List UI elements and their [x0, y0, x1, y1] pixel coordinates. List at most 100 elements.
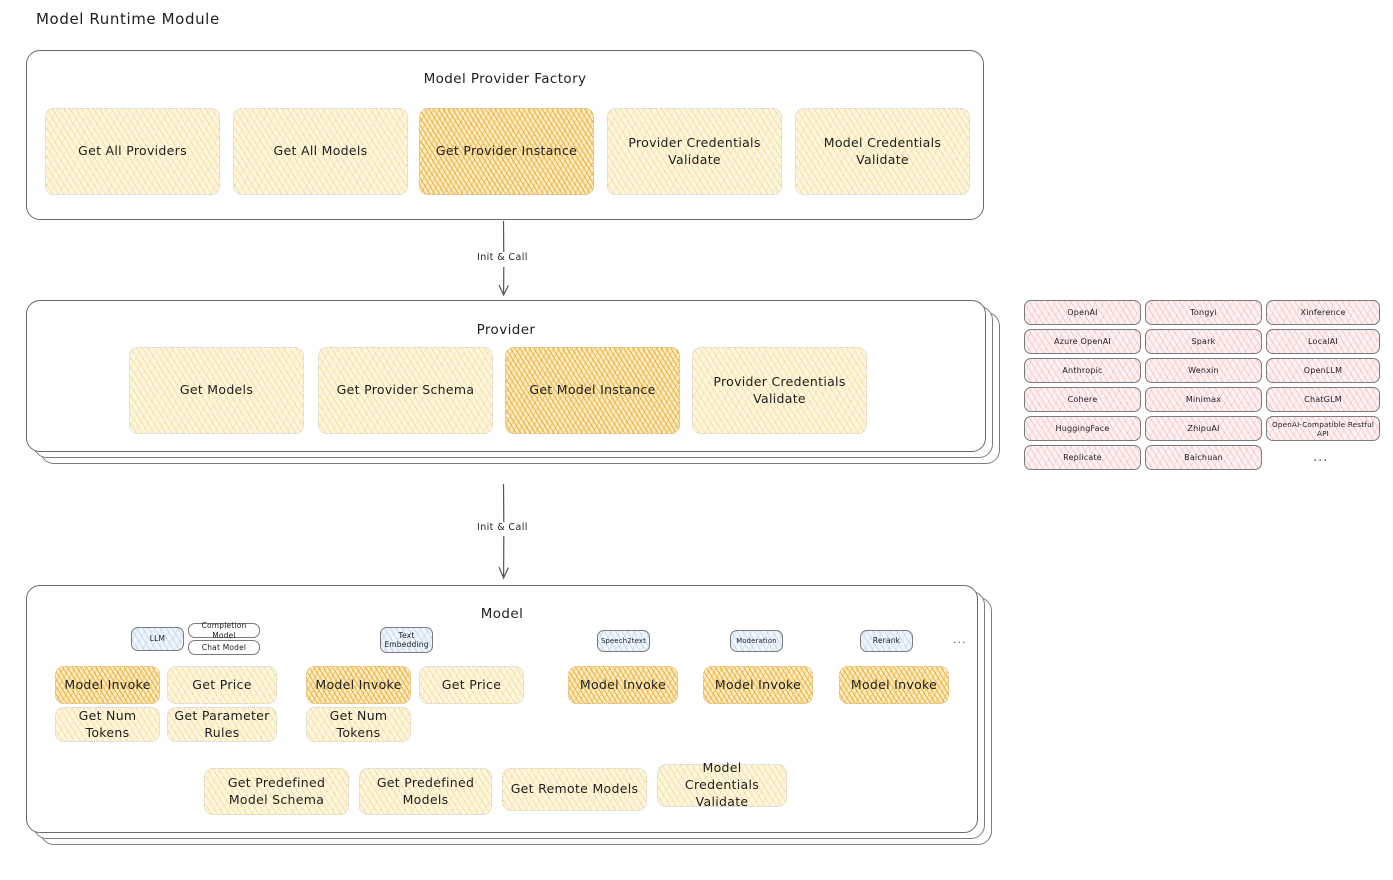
provider-chip-openai-compatible-restful-api[interactable]: OpenAI-Compatible Restful API — [1266, 416, 1380, 441]
model-subtype-badge-label: Completion Model — [201, 621, 247, 640]
model-method-llm-get-price[interactable]: Get Price — [167, 666, 277, 704]
factory-method-model-credentials-validate[interactable]: Model Credentials Validate — [795, 108, 970, 195]
model-type-badge-speech2text[interactable]: Speech2text — [597, 630, 650, 652]
factory-method-get-provider-instance[interactable]: Get Provider Instance — [419, 108, 594, 195]
model-method-text-embedding-get-num-tokens[interactable]: Get Num Tokens — [306, 707, 411, 742]
page-title: Model Runtime Module — [36, 10, 220, 28]
factory-method-get-all-models[interactable]: Get All Models — [233, 108, 408, 195]
model-common-method-label: Get Predefined Models — [376, 774, 475, 807]
model-type-badge-label: Speech2text — [601, 636, 646, 645]
factory-method-label: Get All Providers — [78, 143, 187, 159]
provider-chip-spark[interactable]: Spark — [1145, 329, 1262, 354]
model-type-badge-label: Moderation — [736, 636, 777, 645]
factory-method-provider-credentials-validate[interactable]: Provider Credentials Validate — [607, 108, 782, 195]
arrow-provider-to-model: Init & Call — [474, 483, 531, 582]
model-method-label: Model Invoke — [64, 676, 151, 692]
model-method-label: Model Invoke — [315, 676, 402, 692]
model-type-badge-text-embedding[interactable]: Text Embedding — [380, 627, 433, 653]
model-subtype-badge-completion-model[interactable]: Completion Model — [188, 621, 260, 640]
factory-method-get-all-providers[interactable]: Get All Providers — [45, 108, 220, 195]
model-method-text-embedding-model-invoke[interactable]: Model Invoke — [306, 666, 411, 704]
model-common-method-get-predefined-models[interactable]: Get Predefined Models — [359, 768, 492, 815]
provider-chip-label: ZhipuAI — [1187, 424, 1220, 433]
provider-list: OpenAI Azure OpenAI Anthropic Cohere Hug… — [1024, 300, 1380, 475]
arrow-factory-to-provider: Init & Call — [474, 220, 531, 299]
provider-chip-openllm[interactable]: OpenLLM — [1266, 358, 1380, 383]
model-type-badge-llm[interactable]: LLM — [131, 627, 184, 651]
model-method-moderation-model-invoke[interactable]: Model Invoke — [703, 666, 813, 704]
model-method-llm-model-invoke[interactable]: Model Invoke — [55, 666, 160, 704]
model-common-method-label: Model Credentials Validate — [684, 760, 760, 809]
provider-chip-zhipuai[interactable]: ZhipuAI — [1145, 416, 1262, 441]
provider-chip-label: Xinference — [1300, 308, 1346, 317]
provider-chip-anthropic[interactable]: Anthropic — [1024, 358, 1141, 383]
model-type-badge-label: Text Embedding — [384, 630, 429, 649]
model-method-rerank-model-invoke[interactable]: Model Invoke — [839, 666, 949, 704]
provider-title: Provider — [476, 322, 536, 338]
provider-method-get-provider-schema[interactable]: Get Provider Schema — [318, 347, 493, 434]
arrow-label: Init & Call — [474, 522, 531, 533]
provider-method-label: Provider Credentials Validate — [713, 373, 846, 406]
model-common-method-label: Get Predefined Model Schema — [227, 774, 326, 807]
provider-chip-minimax[interactable]: Minimax — [1145, 387, 1262, 412]
model-method-text-embedding-get-price[interactable]: Get Price — [419, 666, 524, 704]
provider-card: Provider Get Models Get Provider Schema … — [26, 300, 986, 452]
provider-chip-label: Azure OpenAI — [1054, 337, 1111, 346]
provider-chip-label: Anthropic — [1062, 366, 1103, 375]
model-method-label: Get Price — [192, 676, 252, 692]
provider-method-label: Get Model Instance — [529, 382, 656, 398]
provider-chip-baichuan[interactable]: Baichuan — [1145, 445, 1262, 470]
model-type-badge-label: Rerank — [872, 636, 901, 646]
model-type-badge-rerank[interactable]: Rerank — [860, 630, 913, 652]
factory-method-label: Model Credentials Validate — [823, 134, 942, 167]
provider-chip-tongyi[interactable]: Tongyi — [1145, 300, 1262, 325]
factory-method-label: Provider Credentials Validate — [628, 134, 761, 167]
provider-chip-localai[interactable]: LocalAI — [1266, 329, 1380, 354]
model-method-label: Get Num Tokens — [329, 707, 388, 740]
provider-chip-label: OpenAI — [1067, 308, 1098, 317]
provider-list-ellipsis: ... — [1313, 450, 1329, 465]
provider-chip-huggingface[interactable]: HuggingFace — [1024, 416, 1141, 441]
provider-method-provider-credentials-validate[interactable]: Provider Credentials Validate — [692, 347, 867, 434]
model-method-llm-get-parameter-rules[interactable]: Get Parameter Rules — [167, 707, 277, 742]
provider-chip-chatglm[interactable]: ChatGLM — [1266, 387, 1380, 412]
model-method-llm-get-num-tokens[interactable]: Get Num Tokens — [55, 707, 160, 742]
provider-chip-openai[interactable]: OpenAI — [1024, 300, 1141, 325]
model-method-label: Get Parameter Rules — [174, 707, 270, 740]
provider-chip-replicate[interactable]: Replicate — [1024, 445, 1141, 470]
provider-chip-wenxin[interactable]: Wenxin — [1145, 358, 1262, 383]
model-method-label: Get Price — [441, 676, 502, 692]
model-provider-factory-card: Model Provider Factory Get All Providers… — [26, 50, 984, 220]
provider-method-get-models[interactable]: Get Models — [129, 347, 304, 434]
model-method-label: Model Invoke — [579, 676, 667, 692]
model-method-label: Model Invoke — [850, 676, 938, 692]
model-common-method-model-credentials-validate[interactable]: Model Credentials Validate — [657, 760, 787, 809]
model-method-label: Get Num Tokens — [78, 707, 137, 740]
model-provider-factory-title: Model Provider Factory — [423, 71, 587, 87]
provider-method-label: Get Provider Schema — [336, 382, 475, 398]
model-subtype-badge-chat-model[interactable]: Chat Model — [188, 640, 260, 655]
provider-chip-label: Baichuan — [1184, 453, 1223, 462]
model-common-method-get-predefined-model-schema[interactable]: Get Predefined Model Schema — [204, 768, 349, 815]
provider-chip-xinference[interactable]: Xinference — [1266, 300, 1380, 325]
provider-chip-label: Tongyi — [1190, 308, 1217, 317]
factory-method-label: Get Provider Instance — [435, 143, 578, 159]
provider-chip-label: OpenLLM — [1303, 366, 1343, 375]
provider-chip-label: Cohere — [1067, 395, 1098, 404]
arrow-label: Init & Call — [474, 252, 531, 263]
provider-chip-label: HuggingFace — [1055, 424, 1110, 433]
model-types-ellipsis: ... — [953, 633, 967, 646]
provider-chip-label: OpenAI-Compatible Restful API — [1271, 419, 1375, 438]
provider-chip-label: Wenxin — [1188, 366, 1219, 375]
model-common-method-get-remote-models[interactable]: Get Remote Models — [502, 768, 647, 811]
provider-method-get-model-instance[interactable]: Get Model Instance — [505, 347, 680, 434]
provider-chip-cohere[interactable]: Cohere — [1024, 387, 1141, 412]
model-type-badge-moderation[interactable]: Moderation — [730, 630, 783, 652]
provider-chip-azure-openai[interactable]: Azure OpenAI — [1024, 329, 1141, 354]
provider-chip-label: Minimax — [1185, 395, 1222, 404]
provider-method-label: Get Models — [179, 382, 254, 398]
arrow-icon — [498, 483, 509, 580]
model-type-badge-label: LLM — [149, 634, 166, 644]
model-method-speech2text-model-invoke[interactable]: Model Invoke — [568, 666, 678, 704]
